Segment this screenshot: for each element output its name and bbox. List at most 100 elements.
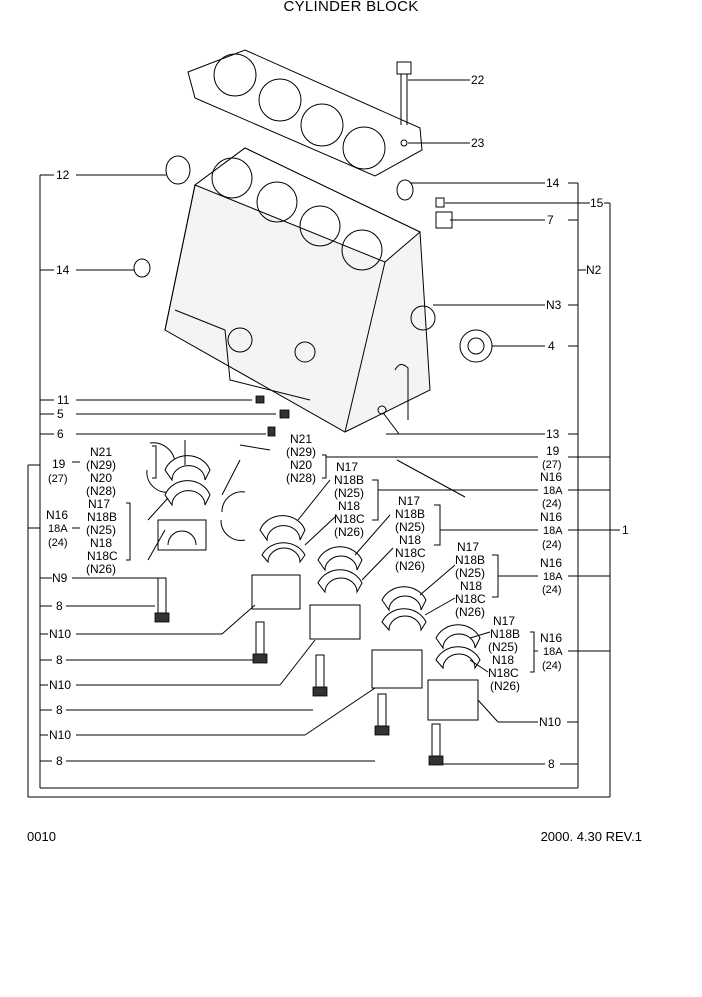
plug-14b <box>133 258 151 278</box>
callout-4: 4 <box>548 339 555 353</box>
callout-14: 14 <box>546 176 560 190</box>
label-19: 19 <box>52 457 66 471</box>
plug-12 <box>165 155 191 185</box>
label-N9: N9 <box>52 571 68 585</box>
leader-lines <box>27 79 620 798</box>
label-r18Ad: 18A <box>543 646 563 658</box>
callout-5: 5 <box>57 407 64 421</box>
callout-11: 11 <box>57 393 70 407</box>
label-r24a: (24) <box>542 498 562 510</box>
stack-item: N18C <box>87 549 118 563</box>
stack-item: (N28) <box>86 484 116 498</box>
stack-item: (N25) <box>395 520 425 534</box>
stack-item: (N25) <box>455 566 485 580</box>
label-stacks: N21 (N29) N20 (N28) N21 (N29) N20 (N28) … <box>86 432 520 693</box>
callout-14b: 14 <box>56 263 70 277</box>
head-bolt <box>396 61 412 125</box>
label-r19: 19 <box>546 444 560 458</box>
dowel-pin <box>400 139 408 147</box>
stack-item: (N28) <box>286 471 316 485</box>
stack-item: (N26) <box>395 559 425 573</box>
stack-item: N18C <box>334 512 365 526</box>
callout-15: 15 <box>590 196 604 210</box>
stack-item: N18C <box>455 592 486 606</box>
stack-item: N18 <box>338 499 360 513</box>
revision-date: 2000. 4.30 REV.1 <box>540 829 642 844</box>
label-r24b: (24) <box>542 539 562 551</box>
label-rN16d: N16 <box>540 631 562 645</box>
stack-item: N18B <box>87 510 117 524</box>
label-N16: N16 <box>46 508 68 522</box>
stack-item: N18B <box>455 553 485 567</box>
stack-item: (N25) <box>488 640 518 654</box>
bearing-group-left: N17 N18B (N25) N18 N18C (N26) <box>86 497 118 576</box>
plug-13 <box>377 405 387 415</box>
bearing-group-1: N17 N18B (N25) N18 N18C (N26) <box>334 460 365 539</box>
label-N10a: N10 <box>49 627 71 641</box>
label-r18Ab: 18A <box>543 525 563 537</box>
stack-item: N18B <box>490 627 520 641</box>
plug-7 <box>435 211 453 229</box>
label-24: (24) <box>48 537 68 549</box>
callout-N3: N3 <box>546 298 562 312</box>
cap-bolts <box>154 577 444 766</box>
stack-item: N18 <box>460 579 482 593</box>
callout-13: 13 <box>546 427 560 441</box>
callout-6: 6 <box>57 427 64 441</box>
plug-11 <box>255 395 265 404</box>
stack-item: N18 <box>90 536 112 550</box>
label-rN16b: N16 <box>540 510 562 524</box>
stack-item: (N26) <box>86 562 116 576</box>
page-title: CYLINDER BLOCK <box>283 0 419 15</box>
stack-item: N18B <box>395 507 425 521</box>
label-8d: 8 <box>56 754 63 768</box>
stack-item: N18C <box>488 666 519 680</box>
plug-15 <box>435 197 445 208</box>
stack-item: N17 <box>457 540 479 554</box>
plug-5 <box>279 409 290 419</box>
label-r24d: (24) <box>542 660 562 672</box>
stack-item: (N26) <box>334 525 364 539</box>
stack-item: (N29) <box>86 458 116 472</box>
label-r24c: (24) <box>542 584 562 596</box>
bearing-group-4: N17 N18B (N25) N18 N18C (N26) <box>488 614 520 693</box>
callout-7: 7 <box>547 213 554 227</box>
label-8a: 8 <box>56 599 63 613</box>
label-N10c: N10 <box>49 728 71 742</box>
label-8b: 8 <box>56 653 63 667</box>
label-rN10: N10 <box>539 715 561 729</box>
stack-item: N17 <box>336 460 358 474</box>
label-27: (27) <box>48 473 68 485</box>
callout-23: 23 <box>471 136 485 150</box>
label-r18Aa: 18A <box>543 485 563 497</box>
stack-item: (N29) <box>286 445 316 459</box>
stack-item: N18 <box>492 653 514 667</box>
stack-item: (N26) <box>490 679 520 693</box>
main-bearings <box>157 455 481 721</box>
thrust-group-mid: N21 (N29) N20 (N28) <box>286 432 316 485</box>
callout-12: 12 <box>56 168 70 182</box>
stack-item: N18B <box>334 473 364 487</box>
thrust-group-left: N21 (N29) N20 (N28) <box>86 445 116 498</box>
bushing-4 <box>459 329 493 363</box>
label-r27: (27) <box>542 459 562 471</box>
stack-item: N17 <box>493 614 515 628</box>
head-gasket <box>187 49 423 177</box>
callout-N2: N2 <box>586 263 602 277</box>
callout-22: 22 <box>471 73 485 87</box>
label-18A: 18A <box>48 523 68 535</box>
stack-item: (N25) <box>86 523 116 537</box>
cylinder-block <box>164 147 436 433</box>
stack-item: N20 <box>290 458 312 472</box>
stack-item: N20 <box>90 471 112 485</box>
stack-item: N21 <box>290 432 312 446</box>
label-rN16a: N16 <box>540 470 562 484</box>
bearing-group-3: N17 N18B (N25) N18 N18C (N26) <box>455 540 486 619</box>
stack-item: (N25) <box>334 486 364 500</box>
label-r8: 8 <box>548 757 555 771</box>
stack-item: N18 <box>399 533 421 547</box>
label-rN16c: N16 <box>540 556 562 570</box>
stack-item: (N26) <box>455 605 485 619</box>
